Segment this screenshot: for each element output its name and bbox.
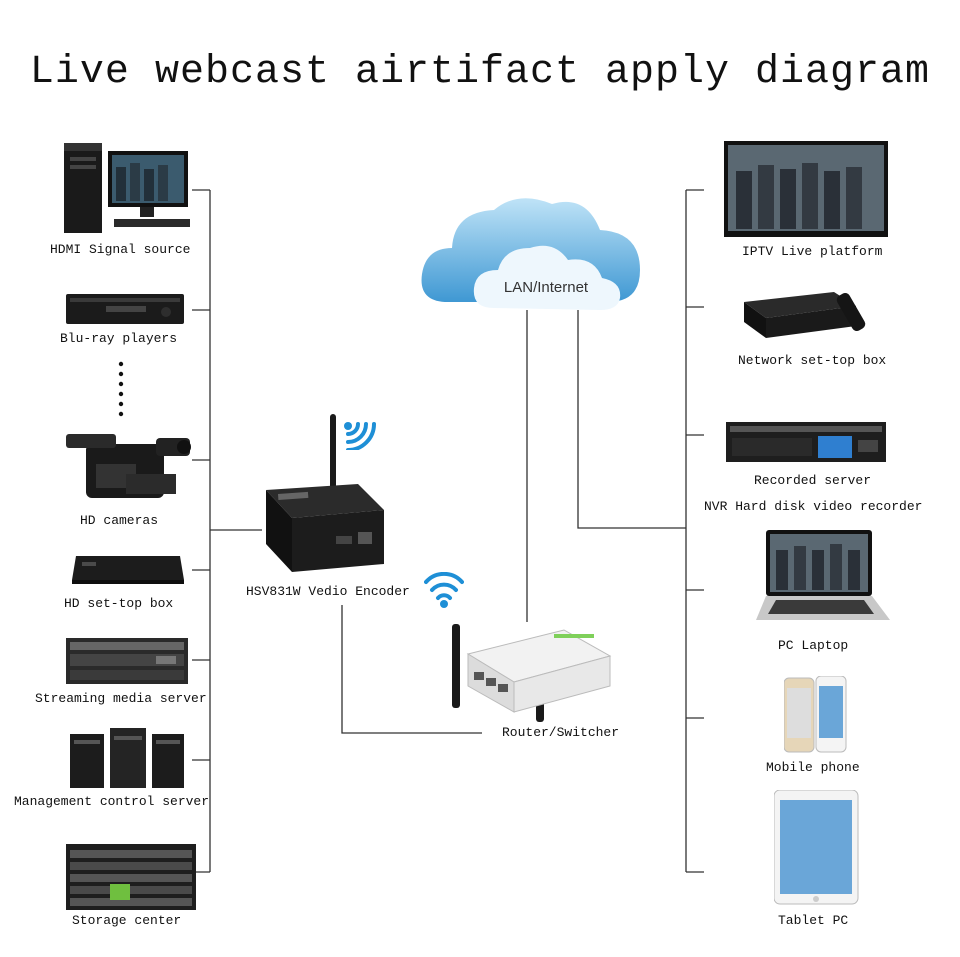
label-storage-center: Storage center [72,913,182,928]
bluray-player-icon [66,294,184,324]
label-mobile-phone: Mobile phone [766,760,860,775]
label-recorded-server: Recorded server [754,473,872,488]
encoder-device-icon [266,414,384,572]
label-network-settop: Network set-top box [738,353,887,368]
tower-servers-icon [70,728,184,788]
tablet-icon [774,790,859,905]
settop-box-icon [72,556,184,584]
network-settop-icon [744,292,866,338]
wifi-signal-icon [344,422,376,450]
label-streaming-server: Streaming media server [35,691,207,706]
label-tablet-pc: Tablet PC [778,913,849,928]
storage-rack-icon [66,844,196,910]
video-camera-icon [66,434,191,498]
label-hdmi-source: HDMI Signal source [50,242,191,257]
desktop-pc-icon [64,143,190,233]
mobile-phone-icon [784,676,847,753]
router-device-icon [452,624,612,722]
cloud-label: LAN/Internet [504,279,589,296]
label-management-server: Management control server [14,794,210,809]
label-pc-laptop: PC Laptop [778,638,849,653]
label-router: Router/Switcher [502,725,620,740]
cloud-icon: LAN/Internet [421,198,640,310]
tv-screen-icon [724,141,888,237]
label-hd-cameras: HD cameras [80,513,159,528]
laptop-icon [756,530,890,620]
label-nvr: NVR Hard disk video recorder [704,499,923,514]
page-title: Live webcast airtifact apply diagram [29,50,931,95]
rack-server-icon [66,638,188,684]
label-hd-settop: HD set-top box [64,596,174,611]
label-iptv: IPTV Live platform [742,244,883,259]
label-bluray: Blu-ray players [60,331,178,346]
label-encoder: HSV831W Vedio Encoder [246,584,410,599]
router-wifi-icon [424,572,464,608]
more-devices-dots [118,361,124,417]
recorded-server-icon [726,422,886,462]
